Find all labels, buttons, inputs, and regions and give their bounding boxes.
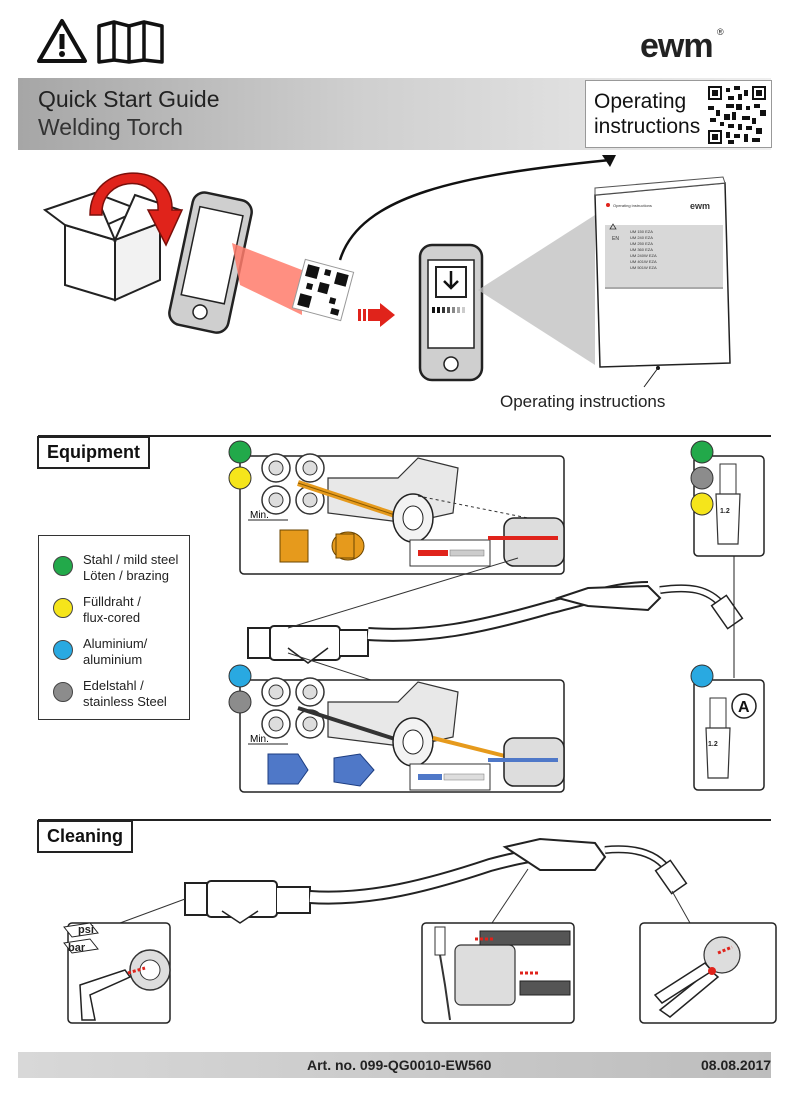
dot-grey-right bbox=[690, 466, 714, 490]
svg-text:EN: EN bbox=[612, 236, 619, 242]
cleaning-rule bbox=[38, 819, 771, 821]
warning-triangle-icon bbox=[37, 19, 87, 63]
legend-item: Aluminium/ aluminium bbox=[39, 634, 189, 674]
dot-blue-right bbox=[690, 664, 714, 688]
liner-value-bottom: 1.2 bbox=[708, 741, 718, 748]
footer-bar bbox=[18, 1052, 771, 1078]
page-title: Quick Start Guide bbox=[38, 86, 220, 112]
air-gun-icon bbox=[79, 949, 171, 1021]
legend-text-line2: aluminium bbox=[83, 652, 143, 667]
equipment-rule bbox=[38, 435, 771, 437]
pliers-icon bbox=[653, 936, 741, 1018]
operating-instructions-caption: Operating instructions bbox=[500, 392, 666, 411]
svg-text:UM 240 EZA: UM 240 EZA bbox=[630, 235, 653, 240]
operating-instructions-text: Operating instructions bbox=[594, 90, 701, 138]
equipment-illustration: Min. Min. bbox=[228, 440, 765, 793]
svg-text:ewm: ewm bbox=[690, 201, 710, 211]
drive-rollers-top bbox=[261, 453, 325, 515]
unit-bar: bar bbox=[68, 942, 86, 954]
legend-item: Stahl / mild steel Löten / brazing bbox=[39, 550, 189, 590]
dot-grey-bottom bbox=[228, 690, 252, 714]
unpack-arrow-icon bbox=[89, 172, 184, 247]
legend-item: Edelstahl / stainless Steel bbox=[39, 676, 189, 716]
svg-text:UM 250 EZA: UM 250 EZA bbox=[630, 241, 653, 246]
legend-text-line1: Edelstahl / bbox=[83, 678, 144, 693]
page-subtitle: Welding Torch bbox=[38, 114, 183, 140]
legend-text-line2: Löten / brazing bbox=[83, 568, 170, 583]
next-step-arrow-icon bbox=[358, 303, 395, 327]
svg-text:Operating instructions: Operating instructions bbox=[613, 203, 652, 208]
contact-tip-top: 1.2 bbox=[715, 463, 741, 545]
wire-brush-icon bbox=[434, 926, 571, 1021]
legend-dot-blue bbox=[53, 640, 73, 660]
svg-text:UM 360 EZA: UM 360 EZA bbox=[630, 247, 653, 252]
operating-manual-cover: Operating instructions ewm EN UM 150 EZA… bbox=[594, 176, 731, 388]
cleaning-torch bbox=[184, 837, 688, 924]
dot-yellow-top bbox=[228, 466, 252, 490]
download-phone-icon bbox=[418, 243, 484, 382]
legend-text-line2: stainless Steel bbox=[83, 694, 167, 709]
min-label-bottom: Min. bbox=[250, 734, 269, 745]
ewm-logo: ewm ® bbox=[640, 27, 724, 65]
legend-dot-grey bbox=[53, 682, 73, 702]
welding-torch bbox=[247, 581, 744, 664]
svg-text:UM 240W EZA: UM 240W EZA bbox=[630, 253, 657, 258]
legend-dot-green bbox=[53, 556, 73, 576]
document-date: 08.08.2017 bbox=[701, 1057, 772, 1073]
equipment-heading: Equipment bbox=[37, 436, 150, 469]
cleaning-illustration: psi bar bbox=[63, 837, 777, 1024]
dot-green-right bbox=[690, 440, 714, 464]
svg-text:UM 401W EZA: UM 401W EZA bbox=[630, 259, 657, 264]
svg-text:UM 150 EZA: UM 150 EZA bbox=[630, 229, 653, 234]
operating-instructions-label: Operating instructions bbox=[594, 89, 700, 139]
dot-yellow-right bbox=[690, 492, 714, 516]
liner-value-top: 1.2 bbox=[720, 508, 730, 515]
smartphone-icon bbox=[168, 191, 253, 334]
dot-blue-bottom bbox=[228, 664, 252, 688]
min-label: Min. bbox=[250, 510, 269, 521]
legend-text-line1: Fülldraht / bbox=[83, 594, 141, 609]
unit-psi: psi bbox=[78, 924, 94, 936]
material-legend: Stahl / mild steel Löten / brazing Fülld… bbox=[38, 535, 190, 720]
svg-text:UM 501W EZA: UM 501W EZA bbox=[630, 265, 657, 270]
article-number: Art. no. 099-QG0010-EW560 bbox=[307, 1057, 492, 1073]
intro-illustration: Operating instructions ewm EN UM 150 EZA… bbox=[42, 155, 731, 388]
drive-rollers-bottom bbox=[261, 677, 325, 739]
legend-item: Fülldraht / flux-cored bbox=[39, 592, 189, 632]
legend-text-line1: Stahl / mild steel bbox=[83, 552, 179, 567]
torch-connector-bottom bbox=[488, 737, 565, 787]
contact-tip-bottom: 1.2 A bbox=[705, 693, 757, 779]
download-arrow-curve bbox=[338, 158, 611, 261]
dot-green-top bbox=[228, 440, 252, 464]
torch-connector-top bbox=[488, 517, 565, 567]
legend-text-line1: Aluminium/ bbox=[83, 636, 148, 651]
qr-code-icon[interactable] bbox=[708, 86, 766, 144]
legend-text-line2: flux-cored bbox=[83, 610, 141, 625]
manual-book-icon bbox=[97, 20, 164, 64]
cleaning-heading: Cleaning bbox=[37, 820, 134, 853]
box-icon bbox=[42, 191, 183, 302]
legend-dot-yellow bbox=[53, 598, 73, 618]
marker-a: A bbox=[738, 699, 750, 716]
logo-text: ewm bbox=[640, 27, 714, 65]
scanned-qr-icon bbox=[291, 258, 355, 322]
